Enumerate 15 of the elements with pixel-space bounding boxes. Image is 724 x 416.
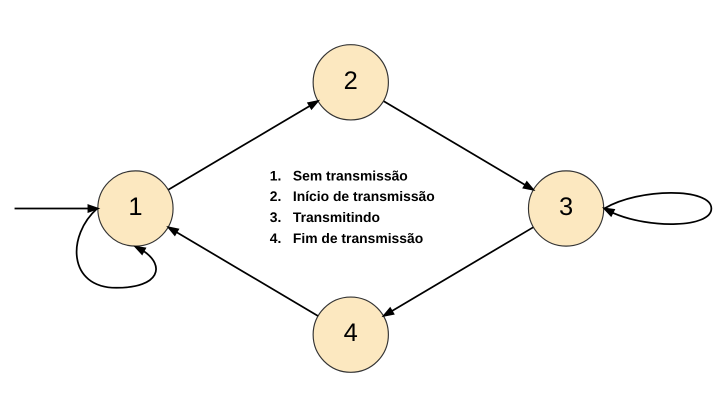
arrow <box>601 192 712 224</box>
label: 4. Fim de transmissão <box>269 229 423 246</box>
node-circle: 2 <box>312 44 388 120</box>
arrow <box>381 226 534 317</box>
node-circle: 1 <box>96 170 174 246</box>
label: 2. Início de transmissão <box>269 188 434 204</box>
arrow <box>382 100 535 191</box>
label: 1. Sem transmissão <box>269 166 408 183</box>
arrow <box>14 204 100 212</box>
node-circle: 4 <box>312 296 388 372</box>
arrow <box>168 99 320 190</box>
label: 3. Transmitindo <box>269 208 380 224</box>
arrow <box>75 204 156 288</box>
arrow <box>166 226 318 316</box>
node-circle: 3 <box>527 170 604 246</box>
